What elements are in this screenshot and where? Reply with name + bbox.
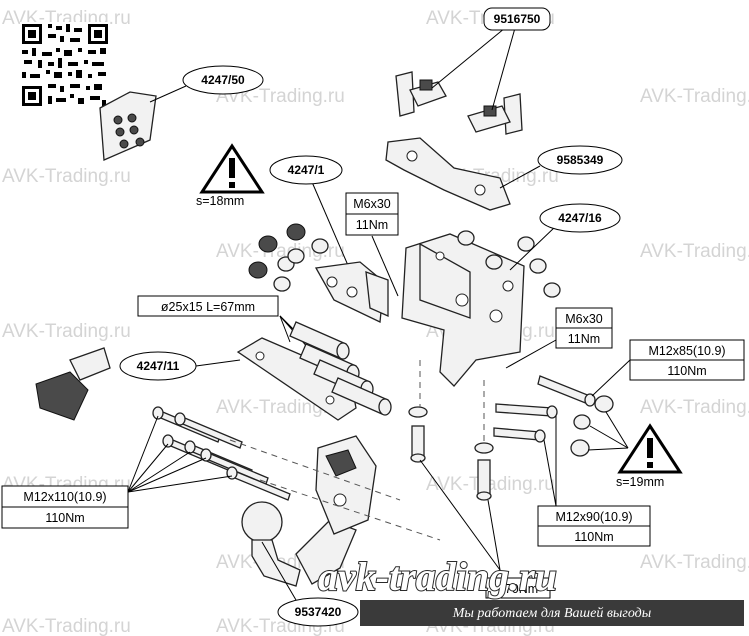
watermark: AVK-Trading.ru bbox=[640, 86, 749, 107]
watermark: AVK-Trading.ru bbox=[2, 166, 131, 187]
watermark: AVK-Trading.ru bbox=[640, 397, 749, 418]
torque-value: 110Nm bbox=[45, 511, 84, 525]
label-4247-16: 4247/16 bbox=[509, 203, 621, 271]
watermark: AVK-Trading.ru bbox=[640, 241, 749, 262]
part-number: 4247/50 bbox=[201, 73, 245, 87]
label-4247-50: 4247/50 bbox=[149, 65, 264, 103]
bolt-size: M12x85(10.9) bbox=[648, 344, 725, 358]
label-9516750: 9516750 bbox=[431, 7, 551, 111]
warning-text: s=19mm bbox=[616, 475, 664, 489]
part-number: 4247/16 bbox=[558, 211, 602, 225]
bracket-4247-50 bbox=[99, 91, 157, 161]
label-4247-1: 4247/1 bbox=[269, 155, 351, 271]
nut-cluster-right bbox=[570, 395, 614, 457]
strap-9585349 bbox=[385, 137, 511, 211]
clamp-left bbox=[395, 71, 447, 117]
spec-box-m6-right: M6x30 11Nm bbox=[505, 307, 613, 369]
bolt-size: M6x30 bbox=[565, 312, 603, 326]
assembly-lines bbox=[229, 360, 485, 541]
part-number: 4247/11 bbox=[137, 359, 180, 373]
torque-value: 270Nm bbox=[498, 582, 538, 596]
crossbar-4247-16 bbox=[401, 230, 561, 387]
bolts-m12x90 bbox=[493, 375, 596, 443]
bolts-vertical bbox=[408, 406, 494, 501]
warning-triangle-icon bbox=[587, 411, 683, 474]
watermark: AVK-Trading.ru bbox=[640, 552, 749, 573]
spacer-tubes bbox=[289, 321, 392, 416]
brand-logo: avk-trading.ru Мы работаем для Вашей выг… bbox=[317, 553, 744, 626]
warning-text: s=18mm bbox=[196, 194, 244, 208]
part-number: 9516750 bbox=[494, 12, 541, 26]
bolt-size: M12x90(10.9) bbox=[555, 510, 632, 524]
torque-value: 11Nm bbox=[568, 332, 600, 346]
label-4247-11: 4247/11 bbox=[119, 351, 241, 381]
bolt-size: M12x110(10.9) bbox=[23, 490, 106, 504]
nut-cluster-left bbox=[248, 223, 329, 292]
part-number: 4247/1 bbox=[288, 163, 325, 177]
spec-box-m12x90: M12x90(10.9) 110Nm bbox=[537, 416, 651, 547]
bracket-4247-1 bbox=[314, 261, 389, 323]
spec-box-m12x110: M12x110(10.9) 110Nm bbox=[1, 415, 233, 529]
coupling-block bbox=[315, 435, 377, 535]
watermark: AVK-Trading.ru bbox=[2, 616, 131, 636]
label-9537420: 9537420 bbox=[261, 541, 359, 627]
watermark: AVK-Trading.ru bbox=[2, 321, 131, 342]
part-number: 9537420 bbox=[295, 605, 342, 619]
clamp-right bbox=[467, 93, 523, 135]
torque-value: 110Nm bbox=[667, 364, 706, 378]
connector-part bbox=[35, 347, 111, 421]
towball-9537420 bbox=[241, 501, 357, 587]
part-number: 9585349 bbox=[557, 153, 604, 167]
bolt-size: M6x30 bbox=[353, 197, 391, 211]
spec-box-m12x85: M12x85(10.9) 110Nm bbox=[591, 339, 745, 397]
logo-text: avk-trading.ru bbox=[318, 554, 557, 599]
slogan-text: Мы работаем для Вашей выгоды bbox=[452, 606, 652, 621]
warning-triangle-icon bbox=[199, 143, 265, 194]
bolts-m12x110 bbox=[152, 406, 291, 501]
torque-value: 11Nm bbox=[356, 218, 388, 232]
spacer-label: ø25x15 L=67mm bbox=[137, 295, 349, 385]
spacer-spec: ø25x15 L=67mm bbox=[161, 300, 255, 314]
torque-value: 110Nm bbox=[574, 530, 613, 544]
spec-box-m6-top: M6x30 11Nm bbox=[345, 192, 399, 297]
spec-box-bottom: 270Nm bbox=[419, 459, 551, 599]
qr-code-icon bbox=[20, 22, 110, 108]
label-9585349: 9585349 bbox=[499, 145, 623, 189]
